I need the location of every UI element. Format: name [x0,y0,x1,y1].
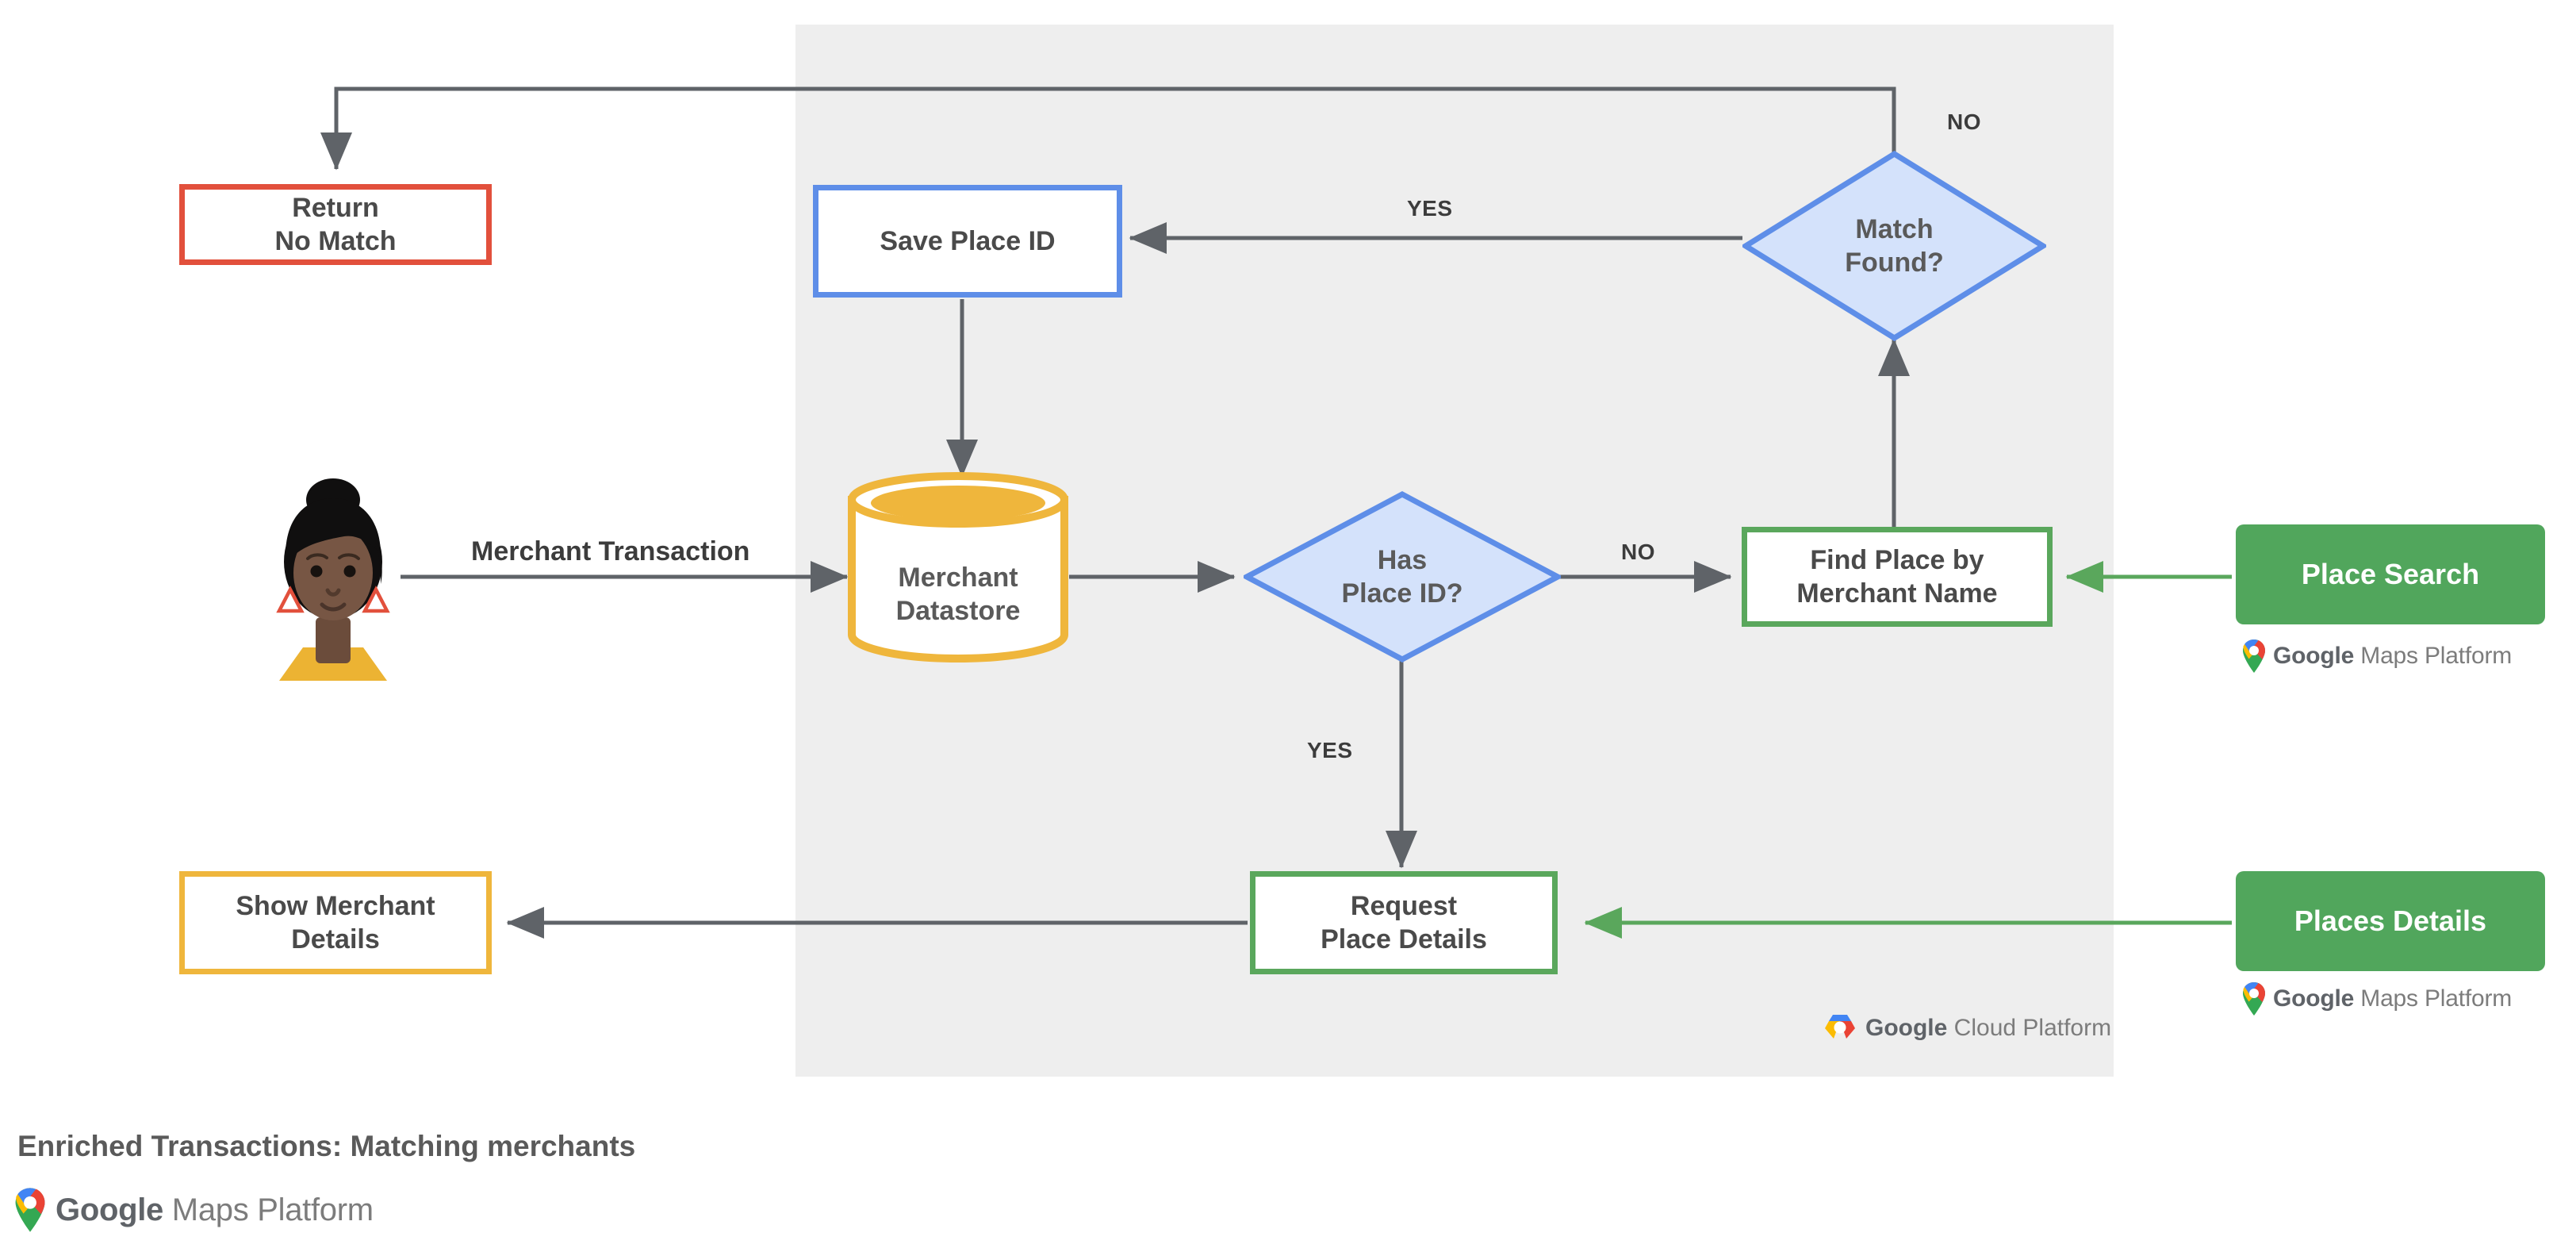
node-has-place-id-label: Has Place ID? [1244,491,1561,662]
edge-label-merchant-transaction: Merchant Transaction [471,536,750,566]
node-merchant-datastore-label: Merchant Datastore [847,471,1069,690]
node-label-line1: Show Merchant [236,890,435,921]
gcp-hexagon-icon [1825,1015,1855,1039]
edge-label-match-found-no: NO [1947,109,1981,134]
node-places-details[interactable]: Places Details [2236,871,2545,971]
node-has-place-id[interactable]: Has Place ID? [1244,491,1561,662]
node-find-place-label: Find Place by Merchant Name [1796,543,1997,610]
node-match-found-label: Match Found? [1742,151,2046,341]
cylinder-shape [848,472,1068,662]
google-cloud-platform-logo: Google Cloud Platform [1823,1012,2111,1044]
logo-text-lite: Maps Platform [2354,985,2513,1012]
diamond-shape [1244,491,1561,662]
node-label-line2: Place Details [1321,924,1487,954]
map-pin-icon [2243,982,2265,1016]
edge-label-match-found-yes: YES [1407,196,1453,221]
logo-text: Google Maps Platform [2273,643,2512,670]
diagram-caption: Enriched Transactions: Matching merchant… [17,1130,636,1162]
node-label-line1: Merchant [898,562,1018,593]
node-find-place-by-merchant-name[interactable]: Find Place by Merchant Name [1742,527,2053,627]
node-label-line2: Datastore [895,596,1021,626]
node-label-line1: Has [1377,544,1428,575]
node-return-no-match-label: Return No Match [275,191,397,258]
node-request-place-details[interactable]: Request Place Details [1250,871,1558,974]
node-label-line1: Match [1855,213,1934,244]
node-label-line1: Request [1350,890,1458,921]
node-label-line2: No Match [274,226,397,256]
map-pin-icon [15,1188,45,1232]
map-pin-icon [2243,639,2265,673]
user-avatar-illustration [262,460,404,682]
logo-text: Google Cloud Platform [1865,1015,2111,1042]
edge-label-has-place-id-no: NO [1621,540,1655,564]
logo-text-lite: Maps Platform [163,1192,374,1227]
logo-text: Google Maps Platform [56,1192,374,1228]
node-label-line2: Found? [1845,248,1944,278]
avatar-icon [276,478,390,681]
logo-text-bold: Google [1865,1015,1948,1041]
logo-text-bold: Google [2273,643,2355,669]
node-merchant-datastore[interactable]: Merchant Datastore [847,471,1069,663]
node-label-line2: Details [291,924,380,954]
node-show-merchant-details[interactable]: Show Merchant Details [179,871,492,974]
node-save-place-id-label: Save Place ID [880,225,1056,256]
logo-text: Google Maps Platform [2273,985,2512,1012]
node-place-search-label: Place Search [2301,557,2480,590]
node-places-details-label: Places Details [2294,904,2487,937]
diamond-shape [1742,151,2046,341]
node-request-place-details-label: Request Place Details [1321,889,1487,956]
node-label-line2: Place ID? [1341,578,1463,609]
google-maps-platform-logo-footer: Google Maps Platform [14,1187,374,1233]
node-label-line1: Find Place by [1810,544,1984,575]
node-show-merchant-details-label: Show Merchant Details [236,889,435,956]
node-label-line2: Merchant Name [1796,578,1998,609]
logo-text-lite: Cloud Platform [1947,1015,2112,1041]
node-save-place-id[interactable]: Save Place ID [813,185,1122,298]
logo-text-bold: Google [2273,985,2355,1012]
logo-text-lite: Maps Platform [2354,643,2513,669]
google-maps-platform-logo-place-search: Google Maps Platform [2242,639,2512,674]
node-return-no-match[interactable]: Return No Match [179,184,492,265]
edge-label-has-place-id-yes: YES [1307,738,1353,762]
logo-text-bold: Google [56,1192,163,1227]
node-place-search[interactable]: Place Search [2236,524,2545,624]
node-label-line1: Return [292,192,379,223]
node-match-found[interactable]: Match Found? [1742,151,2046,341]
google-maps-platform-logo-places-details: Google Maps Platform [2242,981,2512,1016]
